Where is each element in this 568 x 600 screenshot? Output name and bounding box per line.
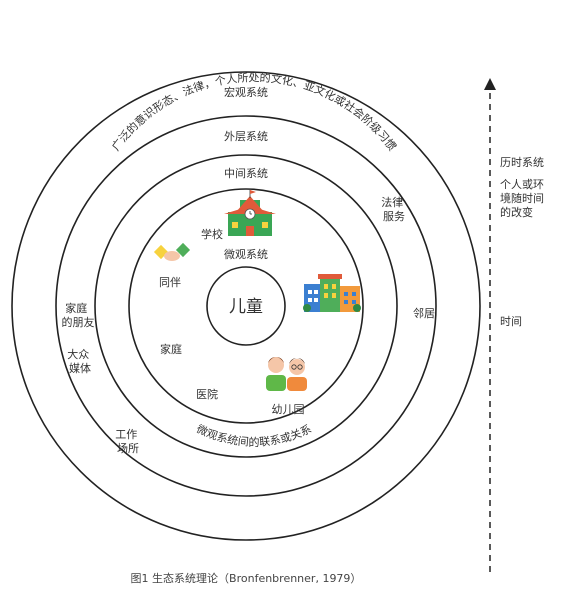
child-label: 儿童 [229,297,263,317]
microsystem-title: 微观系统 [224,247,268,261]
macrosystem-title: 宏观系统 [224,85,268,99]
macrosystem-ring [11,71,481,541]
law-services-label: 法律 服务 [381,195,407,223]
mesosystem-arc-text: 微观系统间的联系或关系 [194,421,313,448]
exosystem-title: 外层系统 [224,130,268,143]
school-label: 学校 [201,227,223,241]
time-axis-arrowhead [484,78,496,90]
chronosystem-label: 历时系统 [500,156,544,169]
school-building-icon [224,190,276,236]
neighbors-label: 邻居 [413,307,435,320]
hospital-label: 医院 [196,387,218,401]
apartment-buildings-icon [303,274,361,312]
handshake-icon [153,242,191,261]
peers-label: 同伴 [159,276,181,289]
microsystem-ring [128,188,364,424]
mass-media-label: 大众 媒体 [67,347,93,375]
mesosystem-ring [94,154,398,458]
mesosystem-title: 中间系统 [224,167,268,180]
child-ring [206,266,286,346]
kids-icon [266,357,307,391]
family-friends-label: 家庭 的朋友 [62,301,95,329]
time-label: 时间 [500,315,522,328]
change-description: 个人或环 境随时间 的改变 [500,178,548,219]
exosystem-ring [55,115,437,497]
figure-caption: 图1 生态系统理论（Bronfenbrenner, 1979） [131,571,362,585]
kindergarten-label: 幼儿园 [272,403,305,416]
family-label: 家庭 [160,342,182,356]
workplace-label: 工作 场所 [115,428,141,455]
